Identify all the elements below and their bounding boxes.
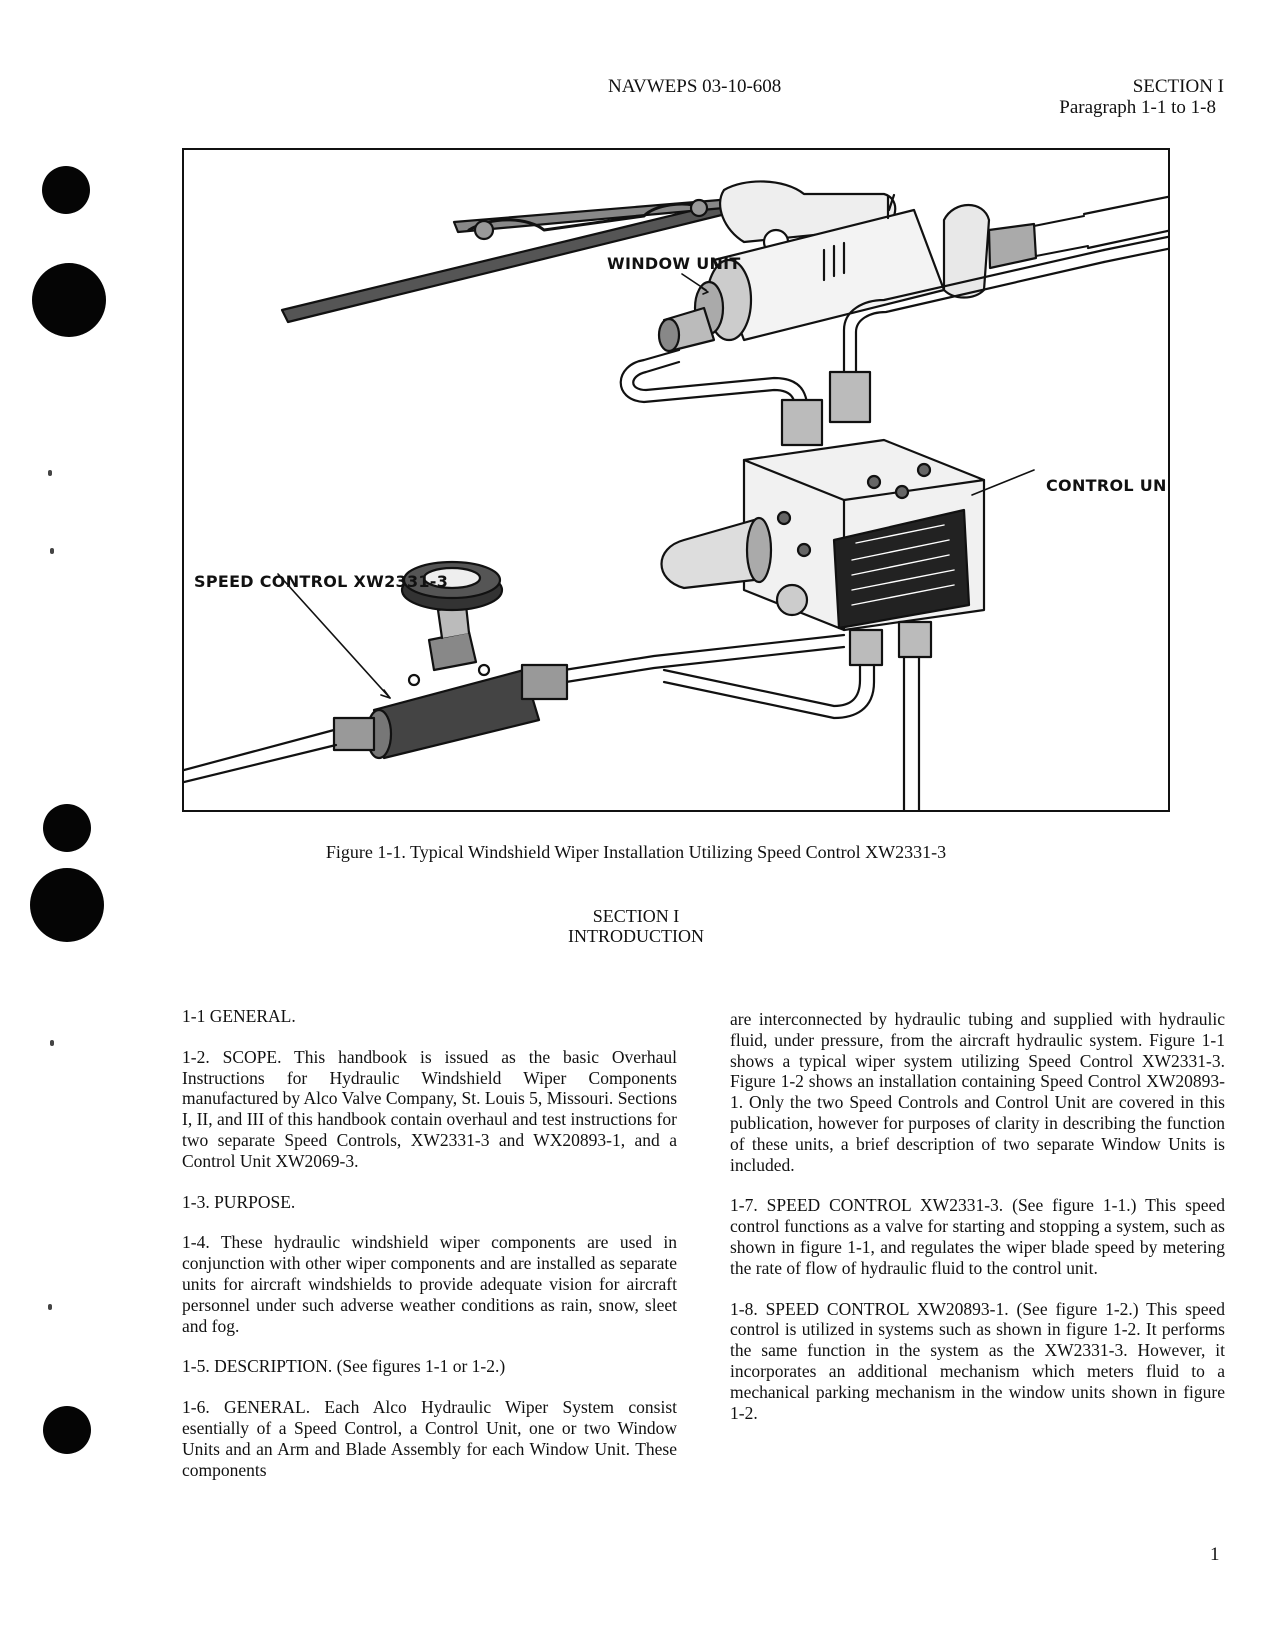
binder-hole-middle bbox=[43, 804, 91, 852]
paragraph-1-7: 1-7. SPEED CONTROL XW2331-3. (See figure… bbox=[730, 1195, 1225, 1278]
figure-caption: Figure 1-1. Typical Windshield Wiper Ins… bbox=[325, 842, 947, 862]
paragraph-1-8: 1-8. SPEED CONTROL XW20893-1. (See figur… bbox=[730, 1298, 1225, 1423]
label-speed-control: SPEED CONTROL XW2331-3 bbox=[194, 572, 449, 591]
binder-hole-lower-large bbox=[30, 868, 104, 942]
scan-mark bbox=[50, 1040, 54, 1046]
paragraph-1-2: 1-2. SCOPE. This handbook is issued as t… bbox=[182, 1046, 677, 1171]
right-column: are interconnected by hydraulic tubing a… bbox=[730, 1009, 1225, 1443]
section-subtitle: INTRODUCTION bbox=[568, 926, 704, 946]
paragraph-range: Paragraph 1-1 to 1-8 bbox=[1059, 97, 1216, 118]
figure-1-1: WINDOW UNIT CONTROL UNIT SPEED CONTROL X… bbox=[182, 148, 1170, 812]
paragraph-1-3: 1-3. PURPOSE. bbox=[182, 1191, 296, 1212]
page-number: 1 bbox=[1210, 1544, 1220, 1565]
paragraph-1-1: 1-1 GENERAL. bbox=[182, 1006, 296, 1026]
paragraph-1-6: 1-6. GENERAL. Each Alco Hydraulic Wiper … bbox=[182, 1397, 677, 1480]
section-header: SECTION I bbox=[1132, 76, 1224, 97]
paragraph-1-4: 1-4. These hydraulic windshield wiper co… bbox=[182, 1232, 677, 1336]
left-column: 1-1 GENERAL. 1-2. SCOPE. This handbook i… bbox=[182, 1006, 677, 1500]
paragraph-1-6-continued: are interconnected by hydraulic tubing a… bbox=[730, 1009, 1225, 1175]
binder-hole-upper-large bbox=[32, 263, 106, 337]
section-title: SECTION I bbox=[592, 906, 680, 926]
wiper-installation-illustration bbox=[184, 180, 1168, 810]
label-control-unit: CONTROL UNIT bbox=[1046, 476, 1168, 495]
scan-mark bbox=[48, 1304, 52, 1310]
document-number: NAVWEPS 03-10-608 bbox=[608, 76, 782, 97]
binder-hole-bottom bbox=[43, 1406, 91, 1454]
scan-mark bbox=[48, 470, 52, 476]
paragraph-1-5: 1-5. DESCRIPTION. (See figures 1-1 or 1-… bbox=[182, 1356, 506, 1377]
label-window-unit: WINDOW UNIT bbox=[607, 254, 741, 273]
scan-mark bbox=[50, 548, 54, 554]
binder-hole-top bbox=[42, 166, 90, 214]
